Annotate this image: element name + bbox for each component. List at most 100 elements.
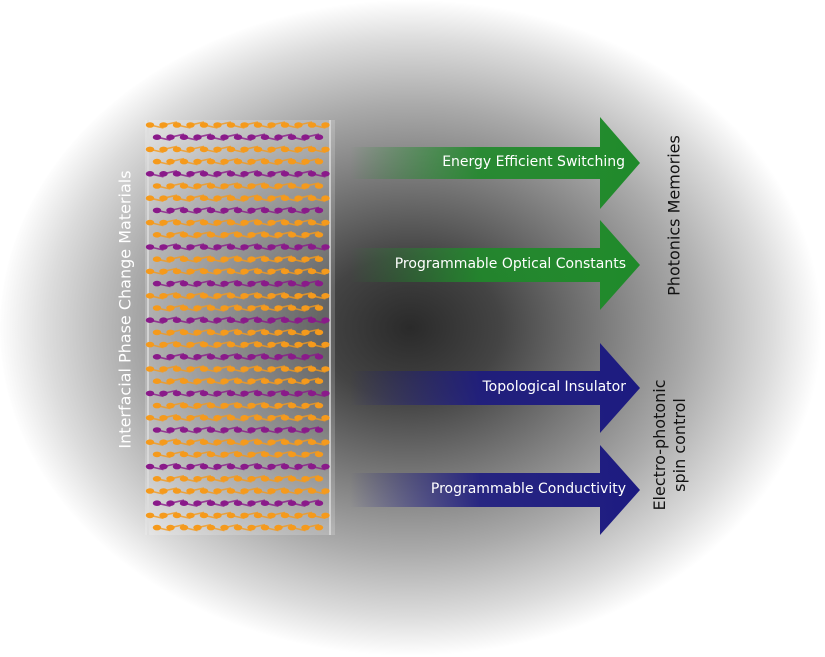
atom-bond — [210, 356, 225, 361]
atom-bond — [230, 197, 245, 202]
atom-bond — [176, 343, 191, 349]
atom-orange — [220, 402, 229, 409]
atom-orange — [213, 512, 222, 519]
atom-purple — [240, 463, 249, 470]
atom-bond — [230, 465, 245, 471]
atom-orange — [240, 512, 249, 519]
atom-purple — [314, 280, 324, 287]
atom-bond — [244, 389, 259, 395]
atom-orange — [307, 146, 317, 153]
atom-bond — [298, 292, 313, 297]
atom-bond — [224, 157, 239, 163]
atom-bond — [257, 465, 272, 471]
atom-bond — [183, 356, 198, 361]
atom-bond — [278, 377, 293, 382]
atom-bond — [183, 331, 198, 337]
atom-bond — [305, 157, 320, 163]
atom-bond — [298, 194, 313, 199]
atom-bond — [284, 246, 299, 251]
atom-bond — [156, 258, 171, 263]
atom-bond — [278, 231, 293, 236]
atom-bond — [149, 246, 164, 251]
atom-orange — [199, 146, 209, 153]
atom-bond — [183, 380, 198, 385]
atom-bond — [305, 279, 320, 285]
atom-bond — [244, 487, 259, 492]
atom-bond — [271, 365, 286, 370]
atom-orange — [260, 183, 270, 189]
atom-bond — [271, 267, 286, 273]
atom-orange — [314, 329, 324, 336]
atom-bond — [311, 441, 326, 446]
atom-bond — [251, 450, 266, 456]
atom-bond — [237, 209, 252, 215]
atom-bond — [210, 429, 225, 434]
atom-bond — [230, 148, 245, 154]
atom-bond — [210, 380, 225, 385]
atom-purple — [186, 171, 195, 177]
atom-bond — [305, 206, 320, 212]
atom-orange — [321, 219, 330, 226]
atom-bond — [298, 438, 313, 443]
atom-orange — [314, 256, 324, 262]
atom-bond — [183, 258, 198, 263]
atom-bond — [203, 441, 218, 446]
atom-orange — [159, 512, 168, 519]
atom-bond — [244, 340, 259, 346]
atom-bond — [217, 292, 232, 297]
atom-orange — [274, 402, 283, 409]
atom-bond — [237, 185, 252, 190]
atom-purple — [186, 390, 195, 397]
atom-orange — [321, 415, 330, 421]
atom-bond — [156, 160, 171, 166]
atom-bond — [284, 295, 299, 300]
atom-bond — [237, 356, 252, 361]
atom-bond — [264, 380, 279, 385]
atom-bond — [237, 258, 252, 263]
atom-bond — [183, 136, 198, 141]
atom-bond — [149, 270, 164, 276]
atom-purple — [186, 317, 195, 323]
atom-bond — [264, 502, 279, 507]
atom-bond — [230, 319, 245, 324]
atom-bond — [190, 316, 205, 321]
atom-bond — [190, 487, 205, 492]
atom-bond — [224, 182, 239, 187]
atom-bond — [217, 462, 232, 468]
atom-bond — [244, 365, 259, 370]
atom-bond — [291, 404, 306, 410]
atom-bond — [176, 124, 191, 129]
atom-bond — [163, 414, 178, 419]
atom-bond — [264, 478, 279, 483]
atom-bond — [176, 392, 191, 398]
atom-bond — [264, 160, 279, 166]
atom-bond — [291, 453, 306, 459]
atom-bond — [284, 173, 299, 178]
atom-bond — [311, 392, 326, 398]
atom-orange — [314, 451, 324, 458]
atom-bond — [305, 426, 320, 431]
atom-bond — [170, 328, 185, 334]
atom-orange — [314, 305, 324, 311]
atom-bond — [176, 173, 191, 178]
atom-purple — [294, 317, 303, 323]
atom-purple — [179, 207, 189, 214]
atom-bond — [210, 331, 225, 337]
atom-bond — [251, 279, 266, 285]
atom-bond — [197, 426, 212, 431]
atom-purple — [206, 134, 216, 140]
atom-bond — [203, 514, 218, 520]
atom-bond — [217, 243, 232, 248]
atom-bond — [284, 270, 299, 276]
atom-bond — [251, 523, 266, 529]
atom-bond — [284, 441, 299, 446]
atom-bond — [217, 438, 232, 443]
atom-bond — [176, 221, 191, 227]
atom-bond — [257, 343, 272, 349]
atom-bond — [311, 465, 326, 471]
atom-purple — [233, 207, 243, 214]
atom-bond — [271, 121, 286, 126]
atom-orange — [314, 158, 324, 165]
atom-bond — [311, 490, 326, 495]
atom-bond — [170, 475, 185, 480]
